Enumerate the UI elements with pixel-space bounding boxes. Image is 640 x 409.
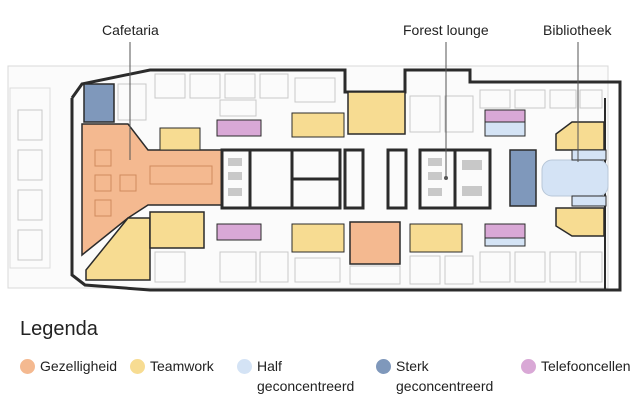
zone-teamwork: [555, 121, 605, 151]
zone-teamwork: [291, 112, 345, 138]
zone-teamwork: [291, 223, 345, 253]
legend-swatch: [376, 359, 391, 374]
zone-sterk-geconcentreerd: [83, 83, 115, 123]
core-details: [228, 158, 482, 196]
zone-teamwork: [347, 91, 406, 135]
zone-telefooncellen: [484, 109, 526, 123]
zone-teamwork: [149, 211, 205, 249]
legend-swatch: [20, 359, 35, 374]
legend-label: Sterk: [396, 358, 429, 374]
legend-swatch: [130, 359, 145, 374]
legend-label: Gezelligheid: [40, 358, 118, 374]
legend-label: Teamwork: [150, 358, 214, 374]
zone-half-geconcentreerd: [571, 149, 607, 161]
callout-forest-lounge: Forest lounge: [403, 22, 489, 38]
west-terrace: [9, 87, 51, 269]
legend-swatch: [237, 359, 252, 374]
zone-gezelligheid-room: [349, 221, 401, 265]
building-wall: [70, 98, 622, 292]
building-core: [220, 148, 492, 210]
zone-half-geconcentreerd: [571, 195, 607, 207]
callout-cafetaria: Cafetaria: [102, 22, 159, 38]
callout-dot-forest-lounge: [444, 176, 448, 180]
desk-clusters: [17, 73, 603, 285]
zone-telefooncellen: [484, 223, 526, 239]
floor-plan: [7, 42, 622, 292]
cafetaria-tables: [94, 149, 213, 217]
zone-telefooncellen: [216, 119, 262, 137]
zone-sterk-geconcentreerd: [509, 149, 537, 207]
zone-bibliotheek: [541, 159, 609, 197]
zone-teamwork: [409, 223, 463, 253]
legend-label: Half: [257, 358, 282, 374]
zone-telefooncellen: [216, 223, 262, 241]
legend-label-line2: geconcentreerd: [257, 378, 355, 394]
legend-swatch: [521, 359, 536, 374]
callout-bibliotheek: Bibliotheek: [543, 22, 612, 38]
zone-teamwork: [555, 207, 605, 237]
legend-label: Telefooncellen: [541, 358, 631, 374]
legend-label-line2: geconcentreerd: [396, 378, 494, 394]
zone-teamwork: [85, 217, 151, 281]
zone-teamwork: [159, 127, 201, 151]
legend-title: Legenda: [20, 318, 98, 340]
zone-half-geconcentreerd: [484, 121, 526, 137]
